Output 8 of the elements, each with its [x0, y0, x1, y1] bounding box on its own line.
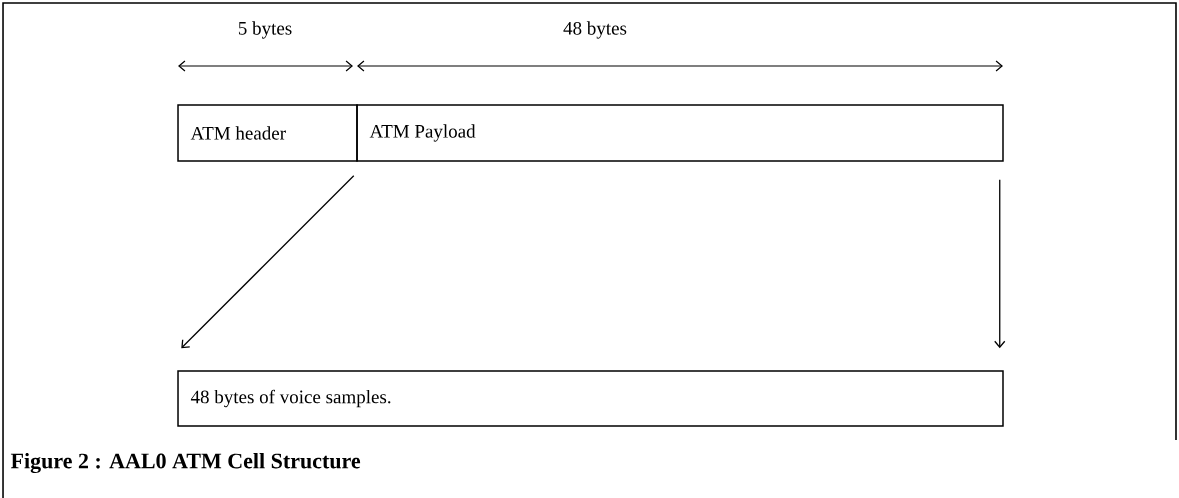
caption: Figure 2 : AAL0 ATM Cell Structure	[10, 452, 361, 474]
field-box: ATM header	[177, 104, 358, 162]
field-box: 48 bytes of voice samples.	[177, 370, 1004, 427]
arrow	[181, 175, 355, 349]
field-box: ATM Payload	[356, 104, 1004, 162]
dimension-label: 5 bytes	[238, 21, 292, 39]
arrow	[994, 179, 1006, 349]
dimension-label: 48 bytes	[563, 21, 627, 39]
